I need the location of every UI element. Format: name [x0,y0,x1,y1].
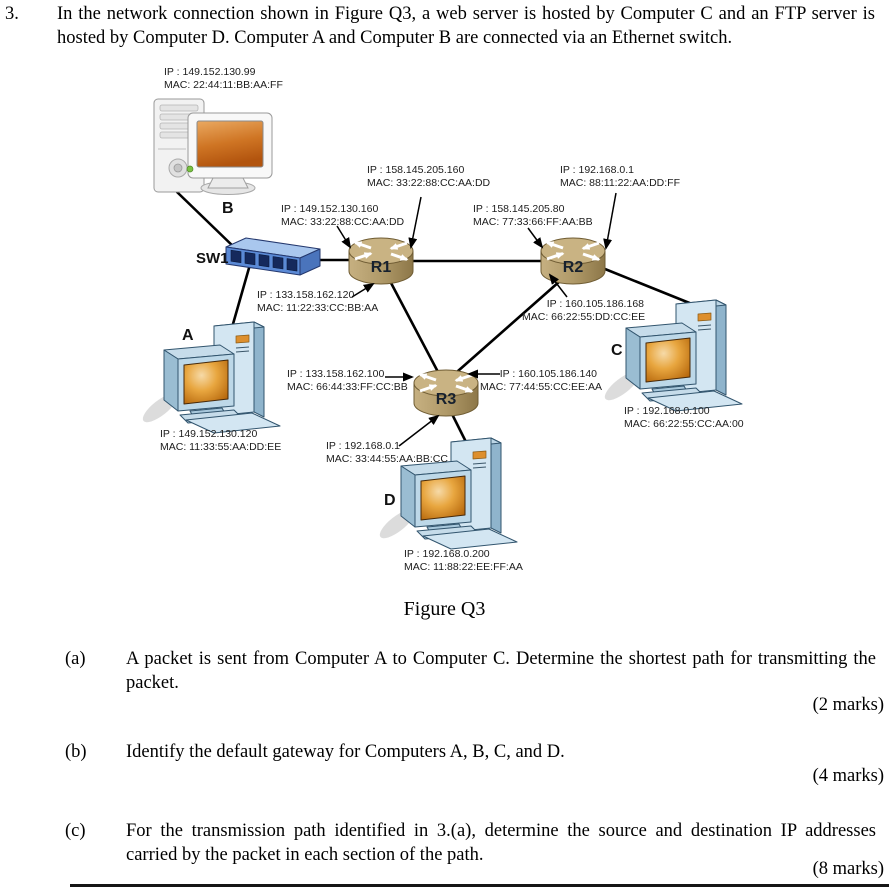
label-r2-lan: IP : 192.168.0.1 MAC: 88:11:22:AA:DD:FF [560,164,680,189]
ip-text: IP : 192.168.0.1 [560,164,634,176]
ip-text: IP : 158.145.205.160 [367,164,465,176]
label-r2-wan: IP : 158.145.205.80 MAC: 77:33:66:FF:AA:… [473,203,593,228]
label-r3-lan: IP : 192.168.0.1 MAC: 33:44:55:AA:BB:CC [326,440,448,465]
computer-c-label: C [611,342,623,359]
router-r1-label: R1 [371,259,392,276]
link-r2-r3 [456,279,562,373]
computer-a-label: A [182,327,194,344]
question-number: 3. [5,4,19,24]
ip-text: IP : 158.145.205.80 [473,203,565,215]
arrow-r2-lan [603,192,617,250]
part-text: Identify the default gateway for Compute… [126,742,565,762]
switch-sw1-label: SW1 [196,250,229,267]
figure-caption: Figure Q3 [403,598,486,620]
computer-b-icon [153,98,273,195]
mac-text: MAC: 33:22:88:CC:AA:DD [281,215,405,228]
label-r3-r1: IP : 133.158.162.100 MAC: 66:44:33:FF:CC… [287,368,408,393]
mac-text: MAC: 22:44:11:BB:AA:FF [164,78,283,91]
label-r1-r3: IP : 133.158.162.120 MAC: 11:22:33:CC:BB… [257,289,378,314]
label-arrows [336,192,617,447]
arrow-r1-lan [336,225,352,249]
label-computer-c: IP : 192.168.0.100 MAC: 66:22:55:CC:AA:0… [624,405,744,430]
label-r3-r2: IP : 160.105.186.140 MAC: 77:44:55:CC:EE… [480,368,602,393]
mac-text: MAC: 11:33:55:AA:DD:EE [160,440,282,453]
router-r3-label: R3 [436,391,457,408]
mac-text: MAC: 77:44:55:CC:EE:AA [480,380,602,393]
ip-text: IP : 133.158.162.100 [287,368,385,380]
question-part-c: (c) For the transmission path identified… [65,820,876,867]
mac-text: MAC: 66:22:55:DD:CC:EE [522,310,646,323]
ip-text: IP : 149.152.130.120 [160,428,258,440]
label-computer-d: IP : 192.168.0.200 MAC: 11:88:22:EE:FF:A… [404,548,523,573]
mac-text: MAC: 66:22:55:CC:AA:00 [624,417,744,430]
part-text: For the transmission path identified in … [126,821,876,865]
link-r2-c [598,265,694,306]
mac-text: MAC: 88:11:22:AA:DD:FF [560,176,681,189]
arrow-r3-lan [398,414,440,447]
part-a-marks: (2 marks) [812,695,884,715]
part-label: (b) [65,742,87,762]
arrow-r2-wan [527,227,544,249]
ip-text: IP : 192.168.0.100 [624,405,710,417]
mac-text: MAC: 11:88:22:EE:FF:AA [404,560,523,573]
ip-text: IP : 160.105.186.168 [546,298,644,310]
label-computer-b: IP : 149.152.130.99 MAC: 22:44:11:BB:AA:… [164,66,283,91]
ip-text: IP : 133.158.162.120 [257,289,355,301]
mac-text: MAC: 66:44:33:FF:CC:BB [287,380,408,393]
mac-text: MAC: 11:22:33:CC:BB:AA [257,301,379,314]
part-label: (a) [65,649,86,669]
mac-text: MAC: 77:33:66:FF:AA:BB [473,215,593,228]
label-r1-lan: IP : 149.152.130.160 MAC: 33:22:88:CC:AA… [281,203,404,228]
link-sw1-a [231,266,251,326]
ip-text: IP : 149.152.130.99 [164,66,256,78]
ip-text: IP : 192.168.0.1 [326,440,400,452]
arrow-r1-r3 [351,282,375,298]
question-intro: In the network connection shown in Figur… [57,4,875,48]
arrow-r2-r3 [548,273,568,298]
label-r1-wan: IP : 158.145.205.160 MAC: 33:22:88:CC:AA… [367,164,490,189]
ip-text: IP : 160.105.186.140 [499,368,597,380]
page-bottom-rule [70,884,889,887]
mac-text: MAC: 33:44:55:AA:BB:CC [326,452,448,465]
computer-b-label: B [222,200,234,217]
arrow-r1-wan [408,196,422,249]
label-computer-a: IP : 149.152.130.120 MAC: 11:33:55:AA:DD… [160,428,281,453]
link-r1-r3 [388,279,440,374]
link-b-sw1 [175,190,239,252]
ip-text: IP : 149.152.130.160 [281,203,379,215]
computer-d-label: D [384,492,396,509]
question-part-b: (b) Identify the default gateway for Com… [65,741,876,765]
ip-text: IP : 192.168.0.200 [404,548,490,560]
part-b-marks: (4 marks) [812,766,884,786]
part-c-marks: (8 marks) [812,859,884,879]
part-text: A packet is sent from Computer A to Comp… [126,649,876,693]
mac-text: MAC: 33:22:88:CC:AA:DD [367,176,491,189]
router-r2-label: R2 [563,259,584,276]
switch-sw1-icon [225,237,321,276]
label-r2-r3: IP : 160.105.186.168 MAC: 66:22:55:DD:CC… [522,298,646,323]
question-part-a: (a) A packet is sent from Computer A to … [65,648,876,695]
part-label: (c) [65,821,86,841]
network-diagram: B A C D SW1 R1 R2 R3 [138,98,743,550]
computer-a-icon [138,321,281,434]
